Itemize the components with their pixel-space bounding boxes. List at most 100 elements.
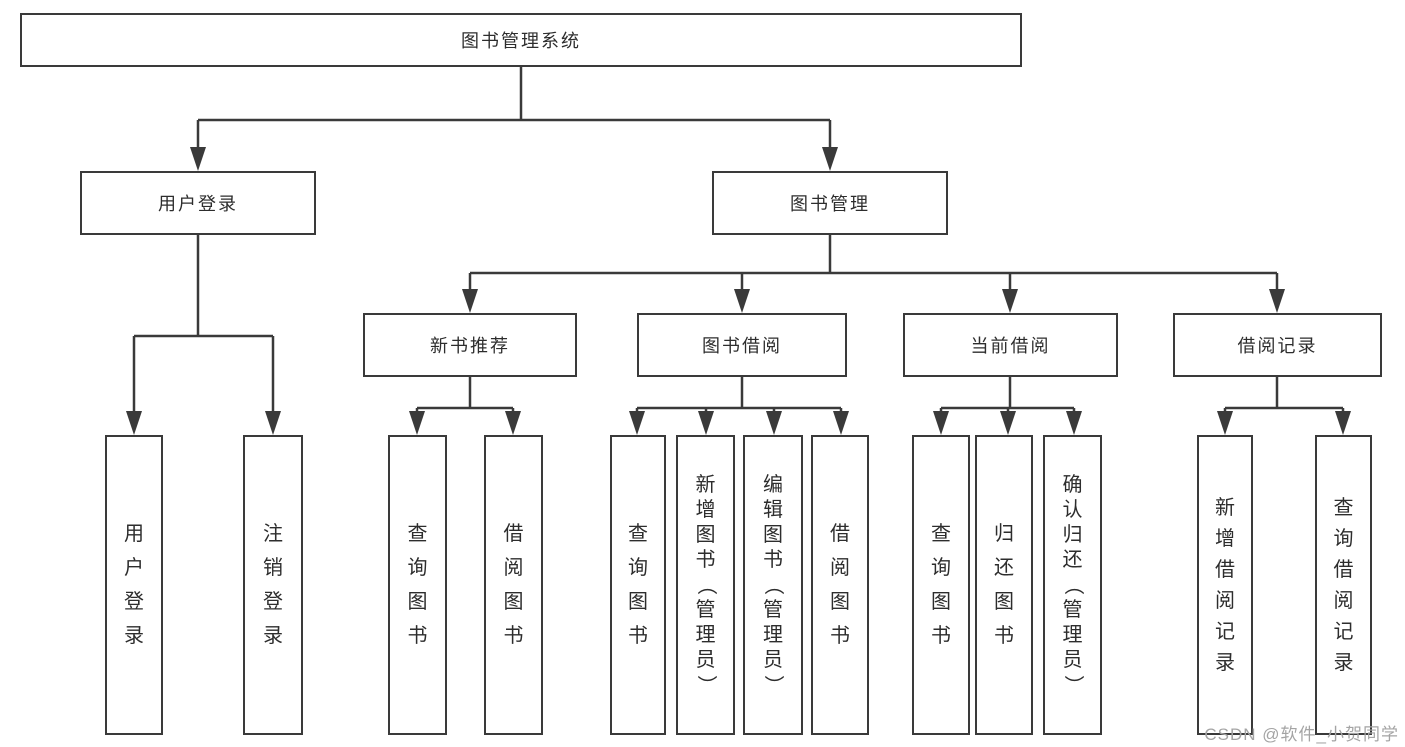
label-char: 管: [695, 599, 716, 621]
node-leaf-add-record: 新增借阅记录: [1197, 435, 1253, 735]
node-user-login: 用户登录: [80, 171, 316, 235]
label-char: 登: [263, 591, 283, 613]
node-vertical-label: 确认归还（管理员）: [1045, 437, 1100, 733]
node-vertical-label: 新增图书（管理员）: [678, 437, 733, 733]
arrowhead-icon: [409, 411, 425, 435]
label-char: 图: [931, 591, 951, 613]
label-char: 归: [994, 523, 1014, 545]
arrowhead-icon: [1335, 411, 1351, 435]
label-char: 员: [695, 649, 716, 671]
node-vertical-label: 归还图书: [977, 437, 1031, 733]
label-char: 图: [628, 591, 648, 613]
node-leaf-query-book-2: 查询图书: [610, 435, 666, 735]
node-leaf-query-record: 查询借阅记录: [1315, 435, 1372, 735]
label-char: 记: [1215, 620, 1235, 643]
node-leaf-borrow-book-2: 借阅图书: [811, 435, 869, 735]
label-char: 认: [1062, 499, 1083, 521]
label-char: 理: [1062, 624, 1083, 646]
label-char: ）: [1061, 675, 1084, 695]
arrowhead-icon: [462, 289, 478, 313]
label-char: 录: [1333, 651, 1354, 674]
node-book-borrow: 图书借阅: [637, 313, 847, 377]
label-char: 新: [1215, 496, 1235, 519]
node-vertical-label: 借阅图书: [486, 437, 541, 733]
arrowhead-icon: [833, 411, 849, 435]
label-char: 编: [763, 474, 783, 496]
label-char: 归: [1062, 524, 1083, 546]
label-char: 查: [407, 523, 428, 545]
label-char: 图: [407, 591, 428, 613]
node-label: 图书借阅: [702, 336, 782, 356]
node-leaf-logout: 注销登录: [243, 435, 303, 735]
label-char: 增: [695, 499, 716, 521]
label-char: 新: [695, 474, 716, 496]
label-char: 管: [763, 599, 783, 621]
arrowhead-icon: [933, 411, 949, 435]
arrowhead-icon: [505, 411, 521, 435]
arrowhead-icon: [698, 411, 714, 435]
node-leaf-return-book: 归还图书: [975, 435, 1033, 735]
label-char: 图: [695, 524, 716, 546]
node-vertical-label: 查询图书: [914, 437, 968, 733]
node-leaf-query-book-3: 查询图书: [912, 435, 970, 735]
label-char: 阅: [503, 557, 524, 579]
label-char: 辑: [763, 499, 783, 521]
label-char: 用: [124, 523, 144, 545]
node-vertical-label: 用户登录: [107, 437, 161, 733]
label-char: 书: [407, 625, 428, 647]
label-char: 询: [407, 557, 428, 579]
label-char: 书: [931, 625, 951, 647]
arrowhead-icon: [1000, 411, 1016, 435]
node-vertical-label: 查询借阅记录: [1317, 437, 1370, 733]
arrowhead-icon: [766, 411, 782, 435]
label-char: 确: [1062, 474, 1083, 496]
label-char: 借: [503, 523, 524, 545]
node-borrow-records: 借阅记录: [1173, 313, 1382, 377]
label-char: 书: [695, 549, 716, 571]
label-char: 阅: [1215, 589, 1235, 612]
label-char: 图: [763, 524, 783, 546]
node-leaf-query-book-1: 查询图书: [388, 435, 447, 735]
label-char: 查: [1333, 496, 1354, 519]
node-label: 借阅记录: [1237, 336, 1318, 356]
node-vertical-label: 借阅图书: [813, 437, 867, 733]
label-char: 管: [1062, 599, 1083, 621]
arrowhead-icon: [629, 411, 645, 435]
node-leaf-edit-book: 编辑图书（管理员）: [743, 435, 803, 735]
node-current-borrow: 当前借阅: [903, 313, 1118, 377]
arrowhead-icon: [822, 147, 838, 171]
label-char: 户: [124, 557, 144, 579]
node-vertical-label: 查询图书: [390, 437, 445, 733]
node-leaf-borrow-book-1: 借阅图书: [484, 435, 543, 735]
node-book-mgmt: 图书管理: [712, 171, 948, 235]
csdn-watermark: CSDN @软件_小贺同学: [1204, 725, 1399, 744]
label-char: 查: [931, 523, 951, 545]
node-label: 图书管理: [790, 194, 870, 214]
label-char: 借: [830, 523, 850, 545]
node-vertical-label: 新增借阅记录: [1199, 437, 1251, 733]
label-char: 阅: [830, 557, 850, 579]
node-new-book-rec: 新书推荐: [363, 313, 577, 377]
node-vertical-label: 编辑图书（管理员）: [745, 437, 801, 733]
label-char: 阅: [1333, 589, 1354, 612]
label-char: （: [694, 575, 717, 595]
arrowhead-icon: [1066, 411, 1082, 435]
label-char: （: [762, 575, 784, 595]
label-char: 还: [1062, 549, 1083, 571]
label-char: 销: [263, 557, 283, 579]
label-char: ）: [694, 675, 717, 695]
label-char: 登: [124, 591, 144, 613]
label-char: 注: [263, 523, 283, 545]
label-char: 理: [763, 624, 783, 646]
label-char: 图: [830, 591, 850, 613]
label-char: 书: [503, 625, 524, 647]
label-char: 书: [830, 625, 850, 647]
arrowhead-icon: [1002, 289, 1018, 313]
node-label: 用户登录: [158, 194, 238, 214]
label-char: （: [1061, 575, 1084, 595]
label-char: 书: [763, 549, 783, 571]
arrowhead-icon: [734, 289, 750, 313]
node-root: 图书管理系统: [20, 13, 1022, 67]
